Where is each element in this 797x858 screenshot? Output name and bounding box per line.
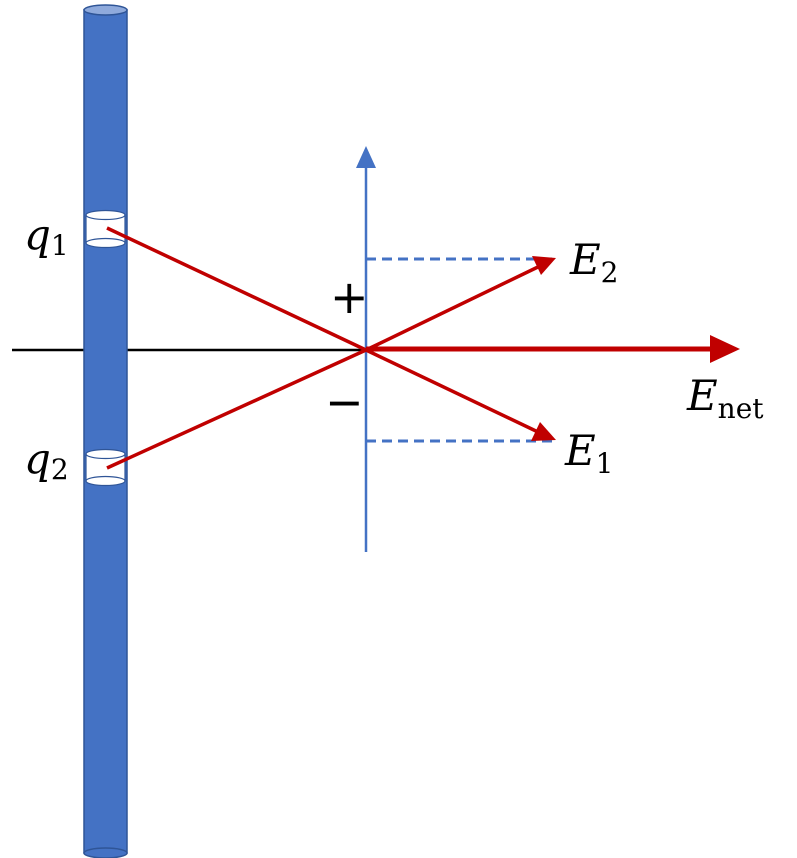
- label-enet: Enet: [686, 371, 764, 425]
- label-q2: q2: [24, 434, 69, 486]
- minus-sign: −: [325, 375, 364, 429]
- e1-arrowhead: [531, 422, 556, 441]
- charged-rod: [83, 4, 128, 858]
- e2-arrowhead: [532, 256, 556, 275]
- label-e1: E1: [564, 426, 614, 480]
- charge-q1-element: [85, 209, 126, 249]
- charge-q2-element: [85, 448, 126, 487]
- plus-sign: +: [330, 270, 369, 324]
- line-from-q2: [106, 348, 367, 470]
- label-q1: q1: [24, 210, 69, 262]
- rod-top: [83, 4, 128, 16]
- vertical-axis-arrowhead: [356, 146, 376, 168]
- label-e2: E2: [569, 235, 619, 289]
- rod-body: [83, 9, 128, 854]
- enet-arrowhead: [710, 335, 740, 363]
- e1-vector: [365, 348, 539, 434]
- e2-vector: [365, 264, 541, 352]
- rod-bottom: [83, 847, 128, 858]
- line-from-q1: [106, 226, 367, 352]
